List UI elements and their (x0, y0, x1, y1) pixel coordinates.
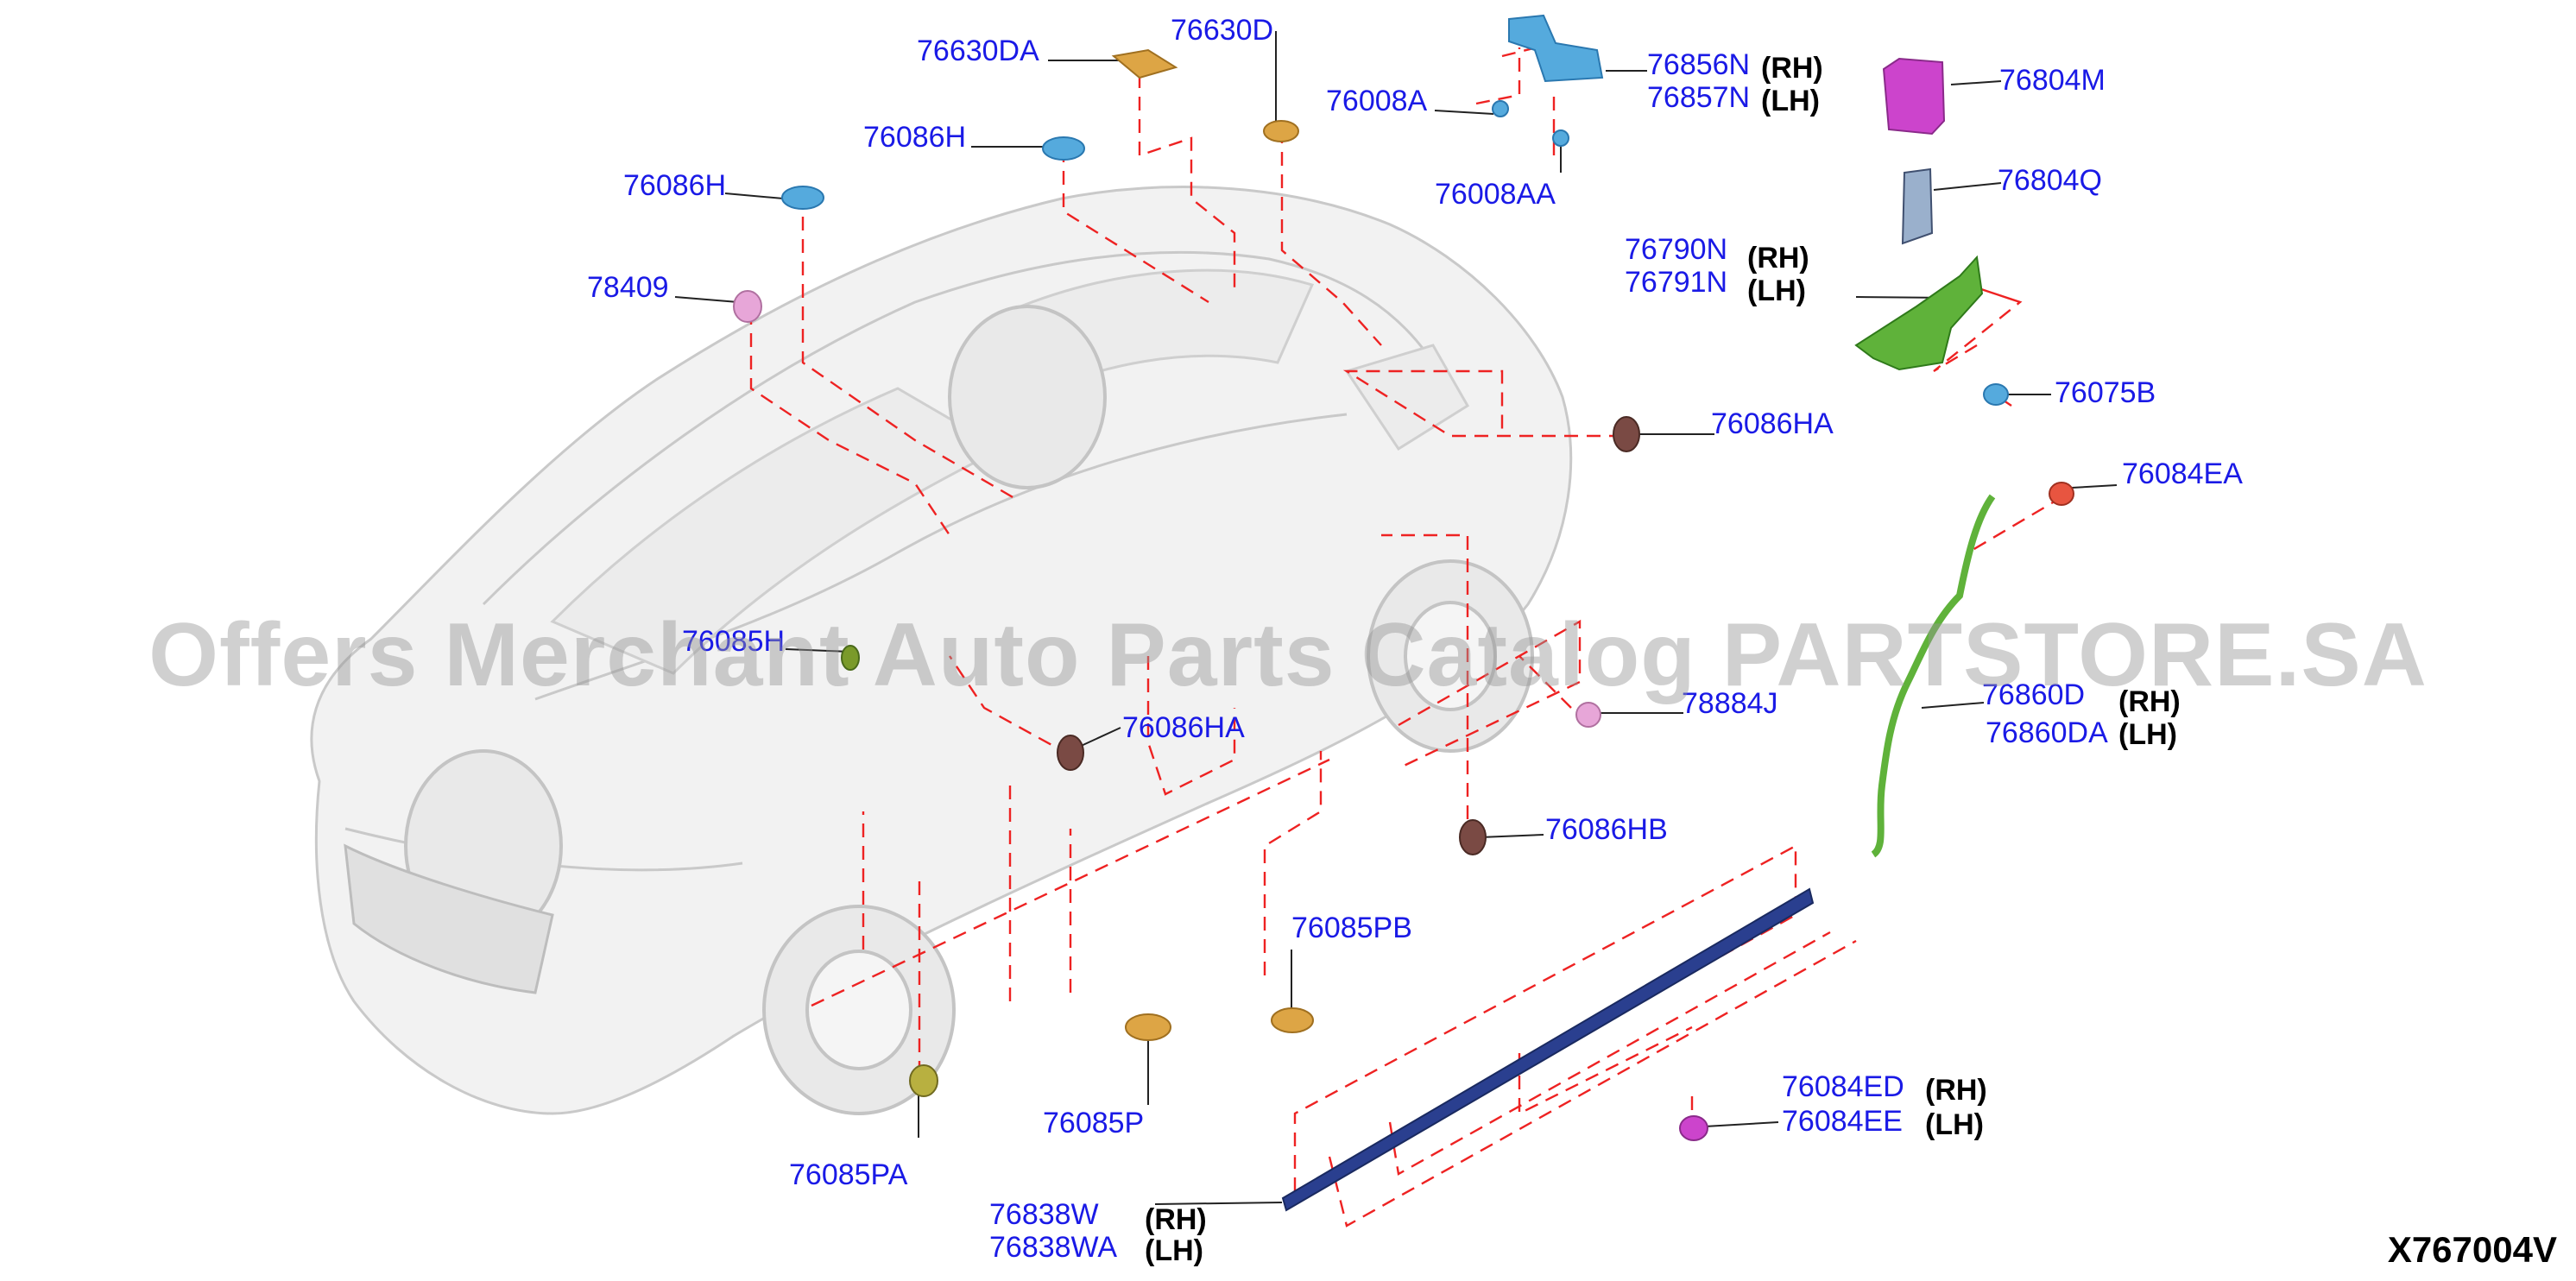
side-tag-76860DA: (LH) (2118, 718, 2177, 751)
part-harness-76860D (1871, 494, 1996, 858)
label-76790N: 76790N (1625, 233, 1728, 266)
part-sill-moulding-76838W (1281, 887, 1815, 1212)
label-76085PA: 76085PA (789, 1158, 908, 1191)
label-76085PB: 76085PB (1291, 912, 1412, 944)
part-pad-76630DA (1111, 48, 1178, 79)
part-grommet-76086HB (1459, 819, 1487, 855)
label-76804Q: 76804Q (1998, 164, 2102, 197)
side-tag-76860D: (RH) (2118, 685, 2181, 718)
part-clip-76084ED (1679, 1115, 1708, 1141)
diagram-code: X767004V (2387, 1229, 2557, 1270)
label-76086HA-rear: 76086HA (1711, 407, 1834, 440)
vehicle-wheels (404, 305, 1534, 1115)
label-76791N: 76791N (1625, 266, 1728, 299)
part-bracket-76804Q (1901, 167, 1934, 245)
label-76838W: 76838W (989, 1198, 1099, 1231)
part-harness-76790N (1854, 255, 1984, 371)
label-76086HB: 76086HB (1545, 813, 1668, 846)
part-clip-76085PA (909, 1064, 938, 1097)
label-76630DA: 76630DA (917, 35, 1039, 67)
part-grommet-76086HA-rear (1613, 416, 1640, 452)
part-grommet-76086HA-door (1057, 735, 1084, 771)
label-76838WA: 76838WA (989, 1231, 1118, 1264)
label-76860DA: 76860DA (1986, 716, 2108, 749)
label-76086HA-door: 76086HA (1122, 711, 1245, 744)
label-76804M: 76804M (1999, 64, 2106, 97)
side-tag-76084EE: (LH) (1925, 1108, 1984, 1141)
part-bracket-76856N (1508, 14, 1604, 83)
label-76008AA: 76008AA (1435, 178, 1556, 211)
side-tag-76084ED: (RH) (1925, 1074, 1987, 1107)
label-76008A: 76008A (1326, 85, 1428, 117)
vehicle-grille (344, 843, 554, 994)
part-clip-76008A (1492, 100, 1509, 117)
watermark: Offers Merchant Auto Parts Catalog PARTS… (148, 605, 2428, 705)
part-module-76804M (1882, 57, 1946, 136)
part-clip-76008AA (1552, 129, 1569, 147)
part-clip-78884J (1575, 702, 1601, 728)
label-76085H: 76085H (682, 625, 786, 658)
label-78409: 78409 (587, 271, 669, 304)
label-76086H-upper: 76086H (863, 121, 967, 154)
part-clip-76085H (841, 645, 860, 671)
label-76086H-left: 76086H (623, 169, 727, 202)
part-clip-76075B (1983, 383, 2009, 406)
side-tag-76857N: (LH) (1761, 85, 1820, 117)
part-clip-76084EA (2049, 482, 2074, 506)
part-pad-76085PB (1271, 1007, 1314, 1033)
label-76860D: 76860D (1982, 678, 2086, 711)
part-pad-76630D (1263, 120, 1299, 142)
label-76084ED: 76084ED (1782, 1070, 1904, 1103)
vehicle-illustration (310, 186, 1573, 1115)
label-76075B: 76075B (2055, 376, 2156, 409)
part-pad-76085P (1125, 1013, 1171, 1041)
label-78884J: 78884J (1682, 687, 1778, 720)
part-plug-76086H-left (781, 186, 824, 210)
side-tag-76838W: (RH) (1145, 1203, 1207, 1236)
label-76085P: 76085P (1043, 1107, 1145, 1139)
label-76857N: 76857N (1647, 81, 1751, 114)
part-plug-76086H-upper (1042, 136, 1085, 161)
side-tag-76791N: (LH) (1747, 274, 1806, 307)
label-76084EA: 76084EA (2122, 458, 2243, 490)
label-76856N: 76856N (1647, 48, 1751, 81)
label-76630D: 76630D (1171, 14, 1274, 47)
label-76084EE: 76084EE (1782, 1105, 1903, 1138)
side-tag-76838WA: (LH) (1145, 1234, 1203, 1267)
side-tag-76790N: (RH) (1747, 242, 1809, 274)
side-tag-76856N: (RH) (1761, 52, 1823, 85)
part-clip-78409 (733, 290, 762, 323)
